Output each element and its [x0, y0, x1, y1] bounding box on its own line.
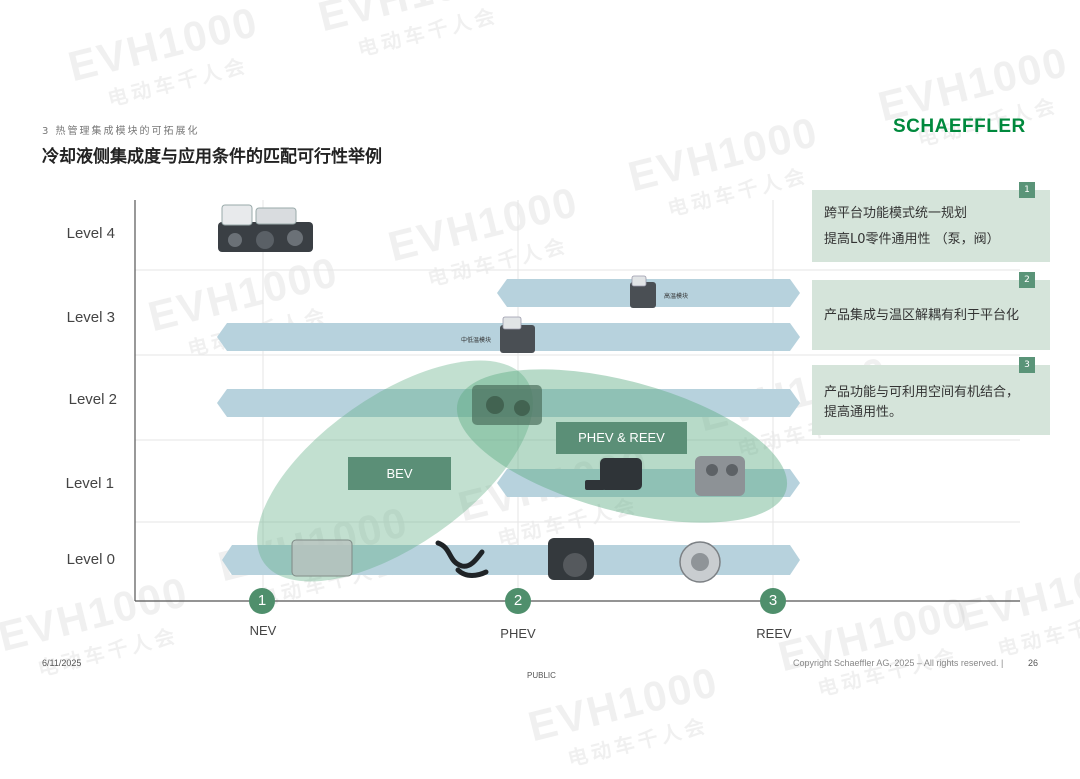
footer-classification: PUBLIC: [527, 671, 556, 680]
takeaway-box-2: 2 产品集成与温区解耦有利于平台化: [812, 272, 1050, 350]
takeaway-text-1b: 提高L0零件通用性 （泵，阀）: [824, 232, 1000, 247]
level0-hose-icon: [435, 540, 489, 578]
x-label-reev: REEV: [756, 626, 792, 641]
level-label-1: Level 1: [65, 475, 114, 492]
footer-copyright: Copyright Schaeffler AG, 2025 – All righ…: [793, 658, 1004, 668]
x-label-phev: PHEV: [500, 626, 536, 641]
level1-valve-icon: [585, 458, 642, 490]
x-badge-2: 2: [505, 588, 531, 614]
level-label-4: Level 4: [66, 225, 115, 242]
level0-pump-icon: [679, 541, 721, 583]
page-title: 冷却液侧集成度与应用条件的匹配可行性举例: [42, 147, 382, 167]
phev-reev-tag: PHEV & REEV: [556, 422, 687, 454]
takeaway-number-1: 1: [1019, 182, 1035, 198]
takeaway-box-1: 1 跨平台功能模式统一规划 提高L0零件通用性 （泵，阀）: [812, 182, 1050, 262]
x-badge-1: 1: [249, 588, 275, 614]
breadcrumb: 3 热管理集成模块的可拓展化: [42, 126, 200, 137]
takeaway-number-2: 2: [1019, 272, 1035, 288]
footer-page-number: 26: [1028, 658, 1039, 668]
takeaway-text-2: 产品集成与温区解耦有利于平台化: [824, 308, 1020, 323]
level-label-3: Level 3: [66, 309, 115, 326]
mid-low-temp-module-label: 中低温模块: [461, 337, 492, 344]
arrow-level0: [222, 545, 800, 575]
takeaway-text-1a: 跨平台功能模式统一规划: [824, 206, 968, 221]
level-label-2: Level 2: [68, 391, 117, 408]
takeaway-number-3: 3: [1019, 357, 1035, 373]
level1-pump-head-icon: [695, 456, 745, 496]
level0-valve-icon: [548, 538, 594, 580]
level-label-0: Level 0: [66, 551, 115, 568]
bev-tag: BEV: [348, 457, 451, 490]
level4-integrated-module-icon: [218, 204, 313, 252]
mid-low-temp-module-icon: [500, 316, 535, 353]
high-temp-module-label: 高温模块: [664, 293, 689, 300]
takeaway-box-3: 3 产品功能与可利用空间有机结合， 提高通用性。: [812, 357, 1050, 435]
level2-module-icon: [472, 385, 542, 425]
takeaway-text-3b: 提高通用性。: [824, 405, 903, 420]
level0-reservoir-icon: [291, 539, 353, 577]
x-label-nev: NEV: [249, 623, 277, 638]
schaeffler-logo: SCHAEFFLER: [893, 116, 1026, 137]
x-badge-3: 3: [760, 588, 786, 614]
footer-date: 6/11/2025: [42, 658, 82, 668]
takeaway-text-3a: 产品功能与可利用空间有机结合，: [824, 385, 1020, 400]
high-temp-module-icon: [630, 275, 656, 308]
